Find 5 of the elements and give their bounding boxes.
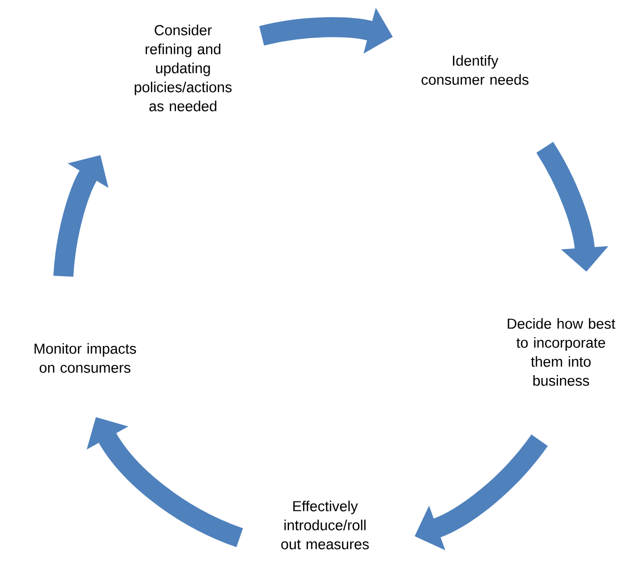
step-text: Effectively introduce/roll out measures bbox=[281, 500, 369, 550]
step-text: Decide how best to incorporate them into business bbox=[508, 318, 616, 386]
step-text: Consider refining and updating policies/actions as needed bbox=[134, 24, 232, 112]
step-text: Identify consumer needs bbox=[422, 55, 528, 85]
step-text: Monitor impacts on consumers bbox=[34, 343, 136, 373]
